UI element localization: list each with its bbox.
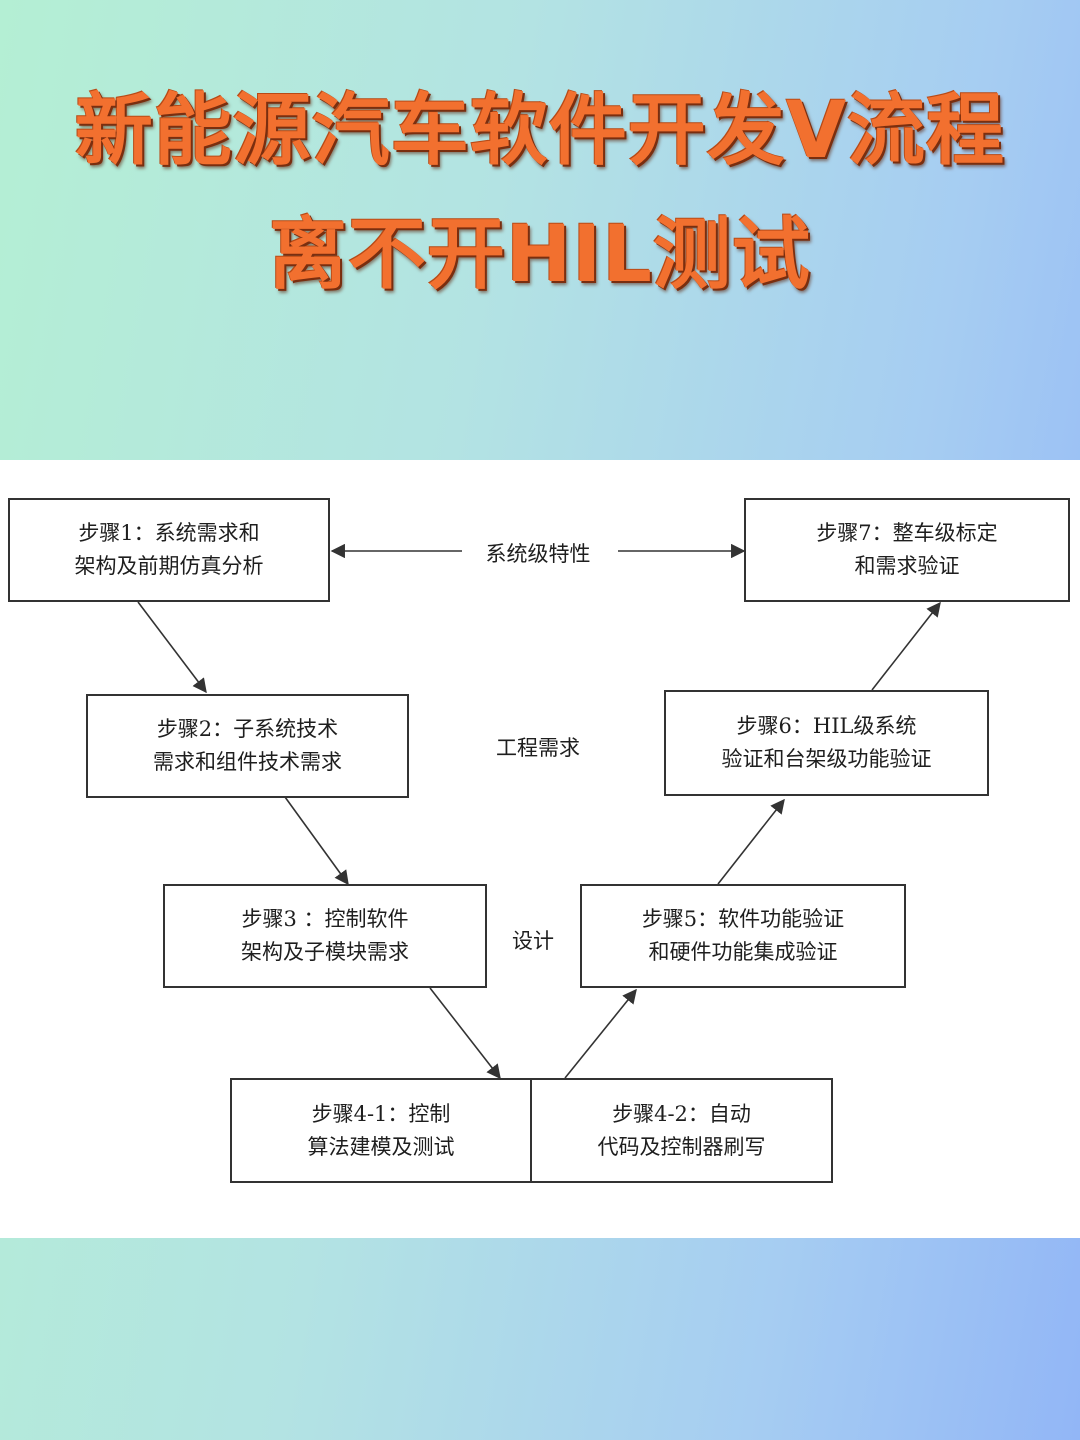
step3-box: 步骤3 ：控制软件 架构及子模块需求 [163,884,487,988]
arrow-step4-to-step5 [564,988,637,1079]
step5-line2: 和硬件功能集成验证 [648,940,838,964]
step2-line2: 需求和组件技术需求 [153,750,342,774]
step1-box: 步骤1：系统需求和 架构及前期仿真分析 [8,498,330,602]
step7-line1: 步骤7：整车级标定 [816,521,998,545]
v-process-diagram: 步骤1：系统需求和 架构及前期仿真分析 步骤7：整车级标定 和需求验证 步骤2：… [0,460,1080,1238]
step1-line1: 步骤1：系统需求和 [78,521,260,545]
step5-line1: 步骤5：软件功能验证 [641,907,845,931]
step4-2-line1: 步骤4-2：自动 [612,1101,751,1126]
step2-box: 步骤2：子系统技术 需求和组件技术需求 [86,694,409,798]
level-design-label: 设计 [512,929,554,953]
step7-box: 步骤7：整车级标定 和需求验证 [744,498,1070,602]
step3-line2: 架构及子模块需求 [241,940,409,964]
step3-line1: 步骤3 ：控制软件 [241,907,409,931]
step2-line1: 步骤2：子系统技术 [156,717,339,741]
arrow-step5-to-step6 [717,798,785,885]
step4-1-line1: 步骤4-1：控制 [311,1101,451,1126]
step4-2-box: 步骤4-2：自动 代码及控制器刷写 [530,1078,833,1183]
step1-line2: 架构及前期仿真分析 [74,554,264,578]
diagram-connectors [137,543,941,1080]
step7-line2: 和需求验证 [854,554,960,578]
step4-1-line2: 算法建模及测试 [307,1134,455,1159]
step4-2-line2: 代码及控制器刷写 [597,1134,766,1159]
step6-line1: 步骤6：HIL级系统 [736,714,917,738]
step4-1-box: 步骤4-1：控制 算法建模及测试 [230,1078,532,1183]
level-system-label: 系统级特性 [470,538,606,568]
arrow-step3-to-step4 [429,987,501,1080]
arrow-step1-to-step2 [137,601,207,694]
step6-box: 步骤6：HIL级系统 验证和台架级功能验证 [664,690,989,796]
level-engineering-label: 工程需求 [482,732,594,762]
step5-box: 步骤5：软件功能验证 和硬件功能集成验证 [580,884,906,988]
title-line-2: 离不开HIL测试 [268,210,811,300]
title-line-1: 新能源汽车软件开发V流程 [74,86,1006,176]
step6-line2: 验证和台架级功能验证 [721,747,932,771]
arrow-step2-to-step3 [284,796,349,886]
arrow-step6-to-step7 [871,601,941,691]
